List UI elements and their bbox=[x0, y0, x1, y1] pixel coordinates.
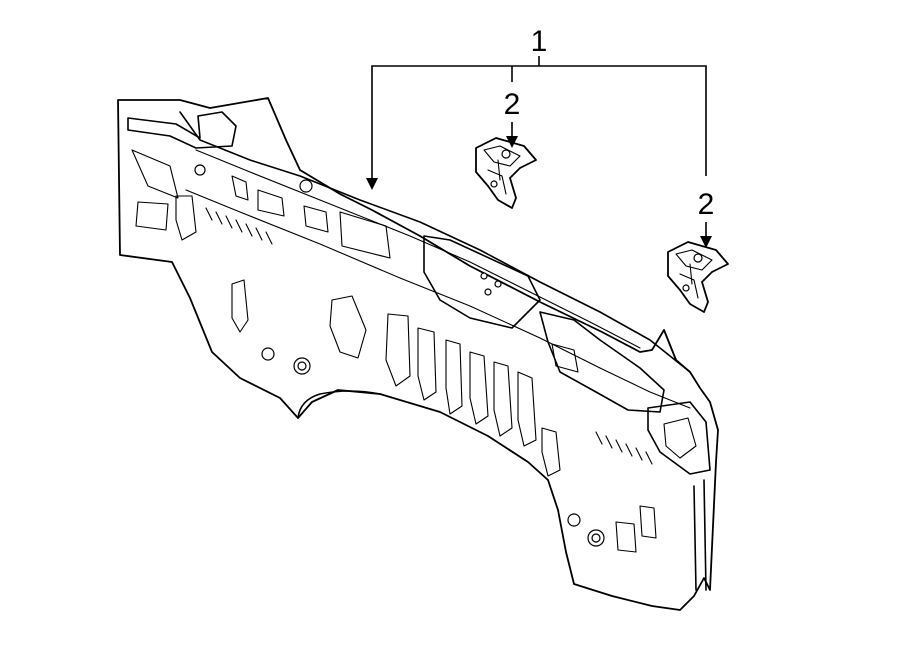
bracket-left-detail bbox=[483, 145, 521, 195]
upper-slot-2 bbox=[257, 189, 285, 217]
rear-body-panel bbox=[117, 97, 719, 611]
right-flange bbox=[693, 479, 707, 591]
right-top-tab bbox=[663, 329, 691, 373]
arrow-2-right bbox=[700, 236, 712, 248]
upper-slot-3 bbox=[303, 205, 329, 233]
panel-upper-rail bbox=[179, 111, 691, 373]
bracket-right-body bbox=[667, 241, 729, 313]
callout-leaders bbox=[366, 56, 712, 248]
right-hole-2-inner bbox=[591, 533, 601, 543]
bracket-hole-3 bbox=[484, 288, 492, 296]
right-lower-slot-2 bbox=[639, 505, 657, 539]
arrow-1-panel bbox=[366, 178, 378, 190]
right-upper-inner bbox=[551, 343, 579, 373]
bracket-right-hole-2 bbox=[682, 284, 690, 292]
rib-opening-7 bbox=[517, 371, 537, 447]
bracket-right-detail bbox=[675, 249, 713, 299]
bracket-part-right bbox=[667, 241, 729, 313]
bracket-part-left bbox=[475, 137, 537, 209]
upper-slot-1 bbox=[231, 175, 249, 201]
bracket-right-hole bbox=[693, 253, 703, 263]
callout-1: 1 bbox=[531, 25, 548, 58]
right-lower-slot bbox=[615, 521, 637, 553]
left-hole-2-inner bbox=[297, 361, 307, 371]
center-bracket bbox=[423, 235, 541, 329]
callout-2-right: 2 bbox=[698, 188, 715, 221]
bracket-left-hole-2 bbox=[490, 180, 498, 188]
hatch-right bbox=[595, 431, 653, 465]
rib-opening-8 bbox=[541, 427, 561, 477]
upper-slot-4 bbox=[339, 211, 391, 259]
upper-left-hole bbox=[194, 164, 206, 176]
left-oval-slot bbox=[231, 279, 249, 333]
arrow-2-left bbox=[506, 136, 518, 148]
left-end-box bbox=[127, 111, 237, 149]
wheel-arch bbox=[297, 390, 381, 419]
rib-opening-5 bbox=[469, 351, 489, 425]
rib-opening-4 bbox=[445, 339, 463, 415]
leader-1-bracket bbox=[371, 65, 707, 180]
hatch-left bbox=[205, 207, 273, 245]
right-end-slot bbox=[663, 417, 697, 459]
panel-rail-inner bbox=[195, 149, 641, 349]
right-upper-bracket bbox=[539, 311, 665, 413]
panel-rail-lower bbox=[185, 189, 691, 409]
rib-opening-3 bbox=[417, 327, 437, 401]
right-end-box bbox=[647, 401, 711, 475]
rib-opening-2 bbox=[385, 313, 411, 387]
bracket-left-body bbox=[475, 137, 537, 209]
callout-2-left: 2 bbox=[504, 88, 521, 121]
bracket-left-hole bbox=[501, 149, 511, 159]
left-end-bracket bbox=[175, 195, 197, 241]
rib-opening-6 bbox=[493, 361, 513, 437]
upper-hole bbox=[299, 179, 313, 193]
right-hole-1 bbox=[567, 513, 581, 527]
left-hole-1 bbox=[261, 347, 275, 361]
left-end-flange bbox=[131, 149, 179, 231]
bracket-hole-1 bbox=[480, 272, 488, 280]
rib-opening-1 bbox=[329, 295, 367, 359]
bracket-hole-2 bbox=[494, 280, 502, 288]
